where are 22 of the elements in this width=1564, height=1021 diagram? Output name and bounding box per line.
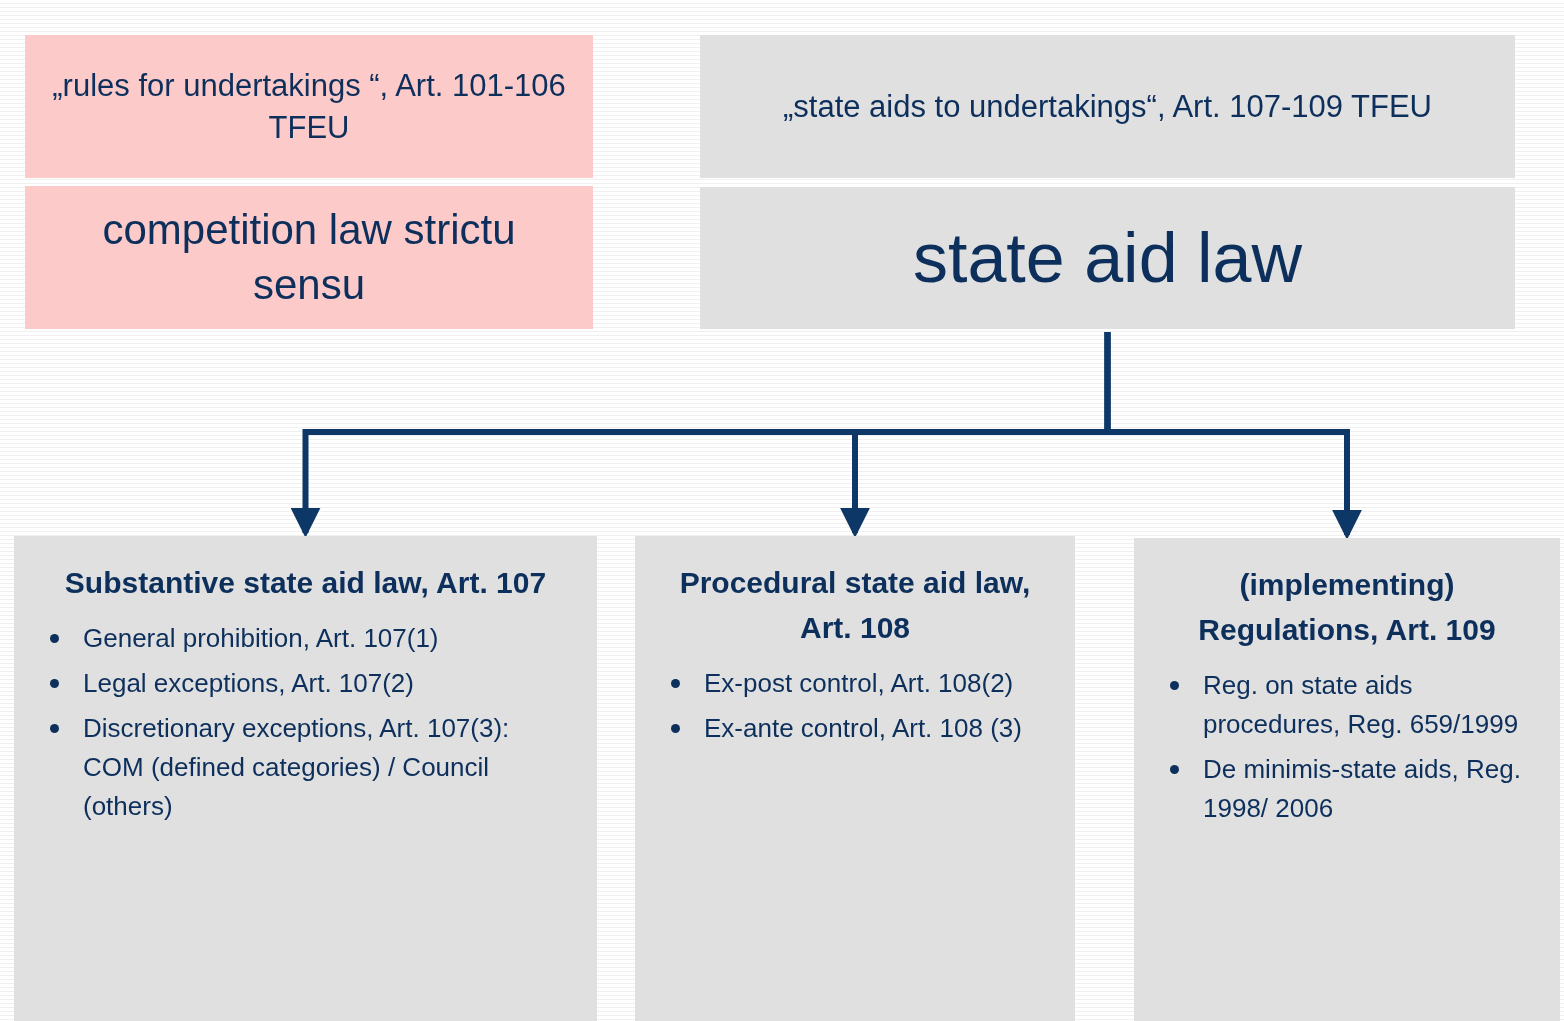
box-heading: Substantive state aid law, Art. 107 [63,565,548,601]
category-box [700,187,1515,329]
arrow [1104,332,1362,540]
header-box [700,35,1515,178]
bullet-text: Ex-ante control, Art. 108 (3) [704,712,1022,745]
bullet-text: Reg. on state aids procedures, Reg. 659/1999 [1203,669,1520,741]
topic-box [1134,538,1560,1021]
topic-box [635,536,1075,1021]
box-heading: Procedural state aid law, Art. 108 [678,565,1032,646]
bullet-text: De minimis-state aids, Reg. 1998/ 2006 [1203,753,1522,825]
bullet-text: Ex-post control, Art. 108(2) [704,667,1014,700]
bullet-text: General prohibition, Art. 107(1) [83,622,439,655]
header-box [25,35,593,178]
box-title: „rules for undertakings “, Art. 101-106 TFEU [51,66,567,147]
box-title: competition law strictu sensu [101,204,517,310]
bullet-text: Legal exceptions, Art. 107(2) [83,667,414,700]
category-box [25,186,593,329]
bullet-text: Discretionary exceptions, Art. 107(3): COM (defined categories) / Council (others) [83,712,511,823]
box-title: state aid law [912,218,1303,299]
box-heading: (implementing) Regulations, Art. 109 [1197,567,1497,648]
topic-box [14,536,597,1021]
box-title: „state aids to undertakings“, Art. 107-109 TFEU [782,87,1432,126]
